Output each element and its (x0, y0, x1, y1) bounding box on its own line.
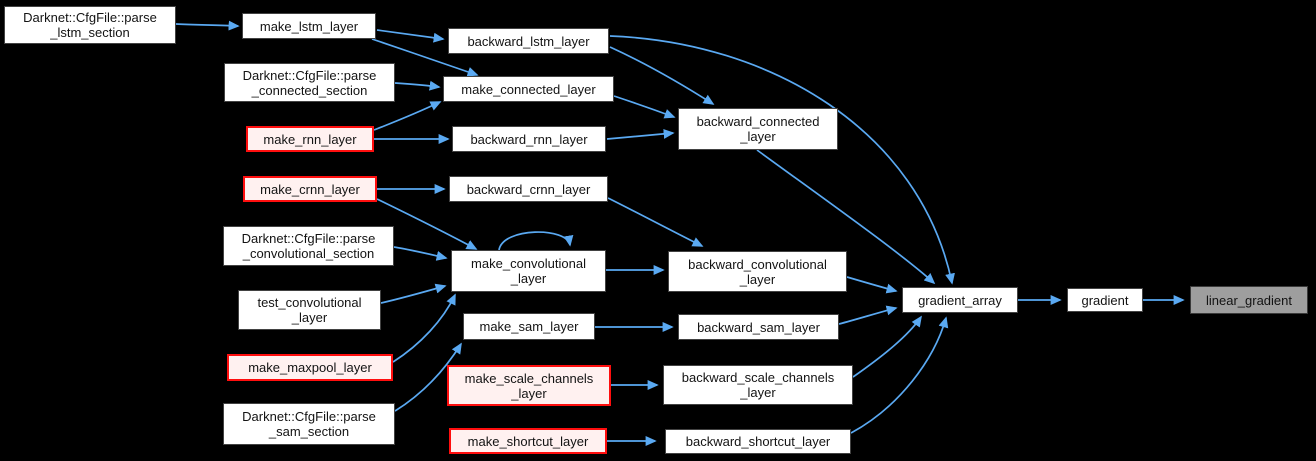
node-label-line: make_scale_channels (464, 370, 594, 386)
edge-make_connected_layer-backward_connected_layer (613, 95, 676, 119)
node-parse-convolutional-section[interactable]: Darknet::CfgFile::parse _convolutional_s… (223, 226, 394, 266)
node-make-scale-channels-layer[interactable]: make_scale_channels _layer (447, 365, 611, 406)
node-label-line: Darknet::CfgFile::parse (242, 409, 376, 424)
node-linear-gradient-current: linear_gradient (1190, 286, 1308, 314)
node-label-line: gradient_array (918, 292, 1002, 308)
node-backward-lstm-layer[interactable]: backward_lstm_layer (448, 28, 609, 54)
node-make-convolutional-layer[interactable]: make_convolutional _layer (451, 250, 606, 292)
edge-backward_sam_layer-gradient_array (838, 305, 898, 325)
edge-backward_connected_layer-gradient_array (756, 149, 936, 285)
edge-backward_crnn_layer-backward_convolutional_layer (607, 197, 704, 247)
node-label-line: _layer (740, 385, 776, 400)
node-label-line: make_shortcut_layer (467, 433, 589, 449)
edge-make_convolutional_layer-self-loop (498, 231, 574, 251)
edge-backward_lstm_layer-gradient_array (609, 35, 955, 285)
node-backward-scale-channels-layer[interactable]: backward_scale_channels _layer (663, 365, 853, 405)
node-label-line: make_rnn_layer (263, 131, 357, 147)
node-label-line: _layer (291, 310, 328, 325)
node-label-line: _lstm_section (50, 25, 130, 40)
node-label-line: _connected_section (251, 82, 368, 98)
node-backward-rnn-layer[interactable]: backward_rnn_layer (452, 126, 606, 152)
node-label-line: make_sam_layer (479, 319, 579, 334)
node-parse-lstm-section[interactable]: Darknet::CfgFile::parse _lstm_section (4, 6, 176, 44)
edge-parse_convolutional_section-make_convolutional_layer (393, 246, 448, 261)
node-parse-sam-section[interactable]: Darknet::CfgFile::parse _sam_section (223, 403, 395, 445)
node-make-lstm-layer[interactable]: make_lstm_layer (242, 13, 376, 39)
node-label-line: make_crnn_layer (260, 181, 360, 197)
edge-make_rnn_layer-make_connected_layer (373, 101, 442, 131)
node-parse-connected-section[interactable]: Darknet::CfgFile::parse _connected_secti… (224, 63, 395, 102)
node-label-line: Darknet::CfgFile::parse (241, 231, 376, 246)
node-label-line: make_lstm_layer (259, 18, 359, 34)
node-label-line: make_convolutional (471, 256, 586, 271)
node-label-line: _layer (511, 385, 547, 401)
node-label-line: _convolutional_section (242, 246, 375, 261)
node-backward-convolutional-layer[interactable]: backward_convolutional _layer (668, 251, 847, 292)
node-label-line: backward_sam_layer (697, 319, 820, 335)
node-gradient-array[interactable]: gradient_array (902, 287, 1018, 313)
node-label-line: _layer (740, 129, 776, 144)
node-backward-crnn-layer[interactable]: backward_crnn_layer (449, 176, 608, 202)
edge-make_lstm_layer-make_connected_layer (371, 38, 479, 77)
node-label-line: backward_convolutional (688, 256, 827, 272)
node-label-line: _sam_section (268, 424, 350, 439)
node-label-line: _layer (510, 271, 547, 286)
edge-backward_rnn_layer-backward_connected_layer (606, 128, 675, 140)
node-label-line: backward_rnn_layer (470, 131, 588, 147)
node-make-connected-layer[interactable]: make_connected_layer (443, 76, 614, 102)
node-label-line: make_maxpool_layer (248, 360, 372, 375)
node-backward-shortcut-layer[interactable]: backward_shortcut_layer (665, 429, 851, 454)
node-backward-connected-layer[interactable]: backward_connected _layer (678, 108, 838, 150)
node-label-line: backward_crnn_layer (466, 181, 591, 197)
edge-make_lstm_layer-backward_lstm_layer (376, 29, 445, 43)
edge-make_maxpool_layer-make_convolutional_layer (392, 293, 456, 363)
edge-make_crnn_layer-make_convolutional_layer (376, 198, 478, 250)
node-label-line: backward_scale_channels (681, 370, 835, 385)
node-make-maxpool-layer[interactable]: make_maxpool_layer (227, 354, 393, 381)
node-gradient[interactable]: gradient (1067, 288, 1143, 312)
node-label-line: linear_gradient (1205, 292, 1292, 308)
node-label-line: Darknet::CfgFile::parse (242, 67, 377, 83)
edge-parse_connected_section-make_connected_layer (394, 80, 441, 91)
edge-backward_scale_channels_layer-gradient_array (852, 315, 922, 378)
edge-test_convolutional_layer-make_convolutional_layer (380, 283, 447, 304)
node-label-line: gradient (1081, 292, 1129, 308)
edge-backward_shortcut_layer-gradient_array (850, 316, 949, 434)
node-backward-sam-layer[interactable]: backward_sam_layer (678, 314, 839, 340)
node-make-crnn-layer[interactable]: make_crnn_layer (243, 176, 377, 202)
node-make-sam-layer[interactable]: make_sam_layer (463, 313, 595, 340)
node-make-shortcut-layer[interactable]: make_shortcut_layer (449, 428, 607, 454)
node-label-line: Darknet::CfgFile::parse (23, 10, 157, 25)
node-label-line: backward_connected (696, 114, 820, 129)
edge-backward_lstm_layer-backward_connected_layer (609, 46, 715, 105)
node-label-line: backward_lstm_layer (467, 33, 590, 49)
node-label-line: make_connected_layer (461, 81, 596, 97)
edge-parse_sam_section-make_sam_layer (394, 342, 462, 412)
edge-backward_convolutional_layer-gradient_array (846, 276, 898, 294)
node-label-line: _layer (739, 271, 776, 287)
node-make-rnn-layer[interactable]: make_rnn_layer (246, 126, 374, 152)
node-test-convolutional-layer[interactable]: test_convolutional _layer (238, 290, 381, 330)
node-label-line: backward_shortcut_layer (685, 434, 831, 449)
node-label-line: test_convolutional (257, 295, 362, 310)
edge-parse_lstm_section-make_lstm_layer (175, 20, 240, 31)
